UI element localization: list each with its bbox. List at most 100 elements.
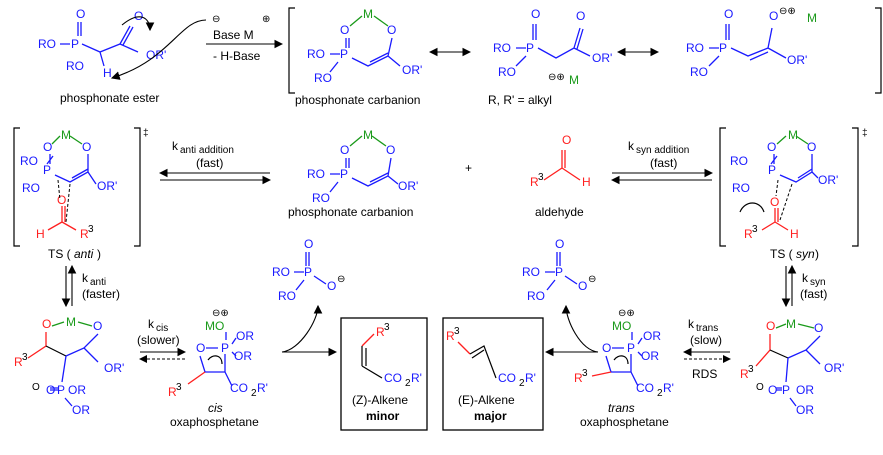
svg-text:RO: RO (66, 59, 84, 73)
svg-text:3: 3 (582, 368, 588, 379)
svg-text:P: P (71, 37, 79, 51)
svg-text:3: 3 (752, 224, 758, 235)
svg-text:(slow): (slow) (690, 333, 722, 347)
svg-text:O: O (327, 279, 336, 293)
svg-text:OR': OR' (787, 53, 807, 67)
svg-text:P: P (526, 41, 534, 55)
svg-text:- H-Base: - H-Base (213, 49, 261, 63)
svg-text:major: major (474, 409, 507, 423)
svg-text:M: M (363, 7, 373, 21)
svg-text:O: O (576, 9, 585, 23)
svg-text:O: O (196, 341, 205, 355)
svg-text:2: 2 (519, 378, 525, 389)
svg-text:M: M (61, 128, 71, 142)
svg-text:R, R' = alkyl: R, R' = alkyl (488, 93, 552, 107)
svg-text:phosphonate carbanion: phosphonate carbanion (288, 205, 413, 219)
svg-text:O: O (602, 341, 611, 355)
k-syn-vertical: k syn (fast) (781, 264, 827, 308)
k-trans-arrows: k trans (slow) RDS (682, 317, 731, 381)
svg-text:P: P (555, 265, 563, 279)
e-alkene-box (442, 317, 544, 431)
svg-text:OR': OR' (402, 63, 422, 77)
svg-text:R: R (744, 227, 753, 241)
e-alkene: R 3 CO 2 R' (E)-Alkene major (446, 326, 536, 423)
svg-text:2: 2 (405, 378, 411, 389)
svg-text:P: P (340, 167, 348, 181)
z-alkene-box (340, 317, 428, 431)
svg-text:O: O (387, 23, 396, 37)
svg-text:RO: RO (730, 154, 748, 168)
svg-text:2: 2 (657, 388, 663, 399)
phosphate-right: O RO P RO O ⊖ (522, 237, 596, 303)
svg-text:R: R (574, 371, 583, 385)
svg-text:trans: trans (608, 401, 635, 415)
svg-text:R: R (530, 175, 539, 189)
ts-syn-bracket (719, 127, 859, 247)
svg-text:2: 2 (251, 388, 257, 399)
svg-text:syn: syn (810, 277, 826, 288)
svg-text:Base M: Base M (213, 28, 254, 42)
svg-text:k: k (82, 271, 89, 285)
svg-text:O: O (340, 23, 349, 37)
svg-text:(fast): (fast) (800, 287, 827, 301)
svg-text:OR: OR (643, 329, 661, 343)
svg-text:⊖⊕: ⊖⊕ (212, 308, 229, 319)
svg-text:O: O (386, 143, 395, 157)
svg-text:k: k (628, 139, 635, 153)
svg-text:OR: OR (72, 403, 90, 417)
svg-text:O: O (76, 7, 85, 21)
svg-text:R: R (14, 355, 23, 369)
svg-text:k: k (688, 317, 695, 331)
svg-text:RO: RO (686, 41, 704, 55)
svg-text:H: H (36, 227, 45, 241)
svg-text:3: 3 (22, 352, 28, 363)
resonance-bracket (288, 7, 882, 94)
svg-text:k: k (148, 317, 155, 331)
svg-text:OR: OR (68, 383, 86, 397)
svg-text:RO: RO (493, 41, 511, 55)
svg-text:P: P (719, 41, 727, 55)
svg-text:O: O (767, 140, 776, 154)
svg-text:OR: OR (641, 349, 659, 363)
svg-text:CO: CO (636, 381, 654, 395)
carbanion-localized: O O RO P RO OR' ⊖⊕ M R, R' = alkyl (488, 7, 612, 107)
svg-text:R: R (168, 385, 177, 399)
svg-text:): ) (97, 247, 101, 261)
svg-text:P: P (57, 383, 65, 397)
svg-text:OR: OR (796, 383, 814, 397)
svg-text:OR: OR (234, 349, 252, 363)
syn-adduct: O M O R 3 OR' O P OR OR O (740, 317, 844, 417)
svg-text:O: O (134, 9, 143, 23)
svg-text:(fast): (fast) (650, 156, 677, 170)
svg-text:O: O (756, 382, 764, 393)
svg-text:O: O (770, 195, 779, 209)
svg-text:RO: RO (272, 265, 290, 279)
ts-anti: M O O P RO RO OR' O H R 3 TS ( anti ) (20, 128, 117, 261)
svg-text:aldehyde: aldehyde (535, 205, 584, 219)
svg-text:CO: CO (498, 371, 516, 385)
svg-text:⊕: ⊕ (262, 14, 270, 25)
svg-text:OR: OR (796, 403, 814, 417)
svg-text:MO: MO (205, 319, 224, 333)
svg-text:O: O (531, 7, 540, 21)
svg-text:trans: trans (696, 323, 718, 334)
svg-text:(fast): (fast) (196, 156, 223, 170)
k-cis-arrows: k cis (slower) (137, 317, 187, 363)
svg-text:R': R' (257, 381, 268, 395)
enolate: O O ⊖⊕ M RO P RO OR' (686, 6, 817, 79)
svg-text:RO: RO (498, 65, 516, 79)
svg-text:⊖: ⊖ (337, 274, 345, 285)
svg-text:H: H (790, 227, 799, 241)
svg-text:RO: RO (314, 71, 332, 85)
svg-text:M: M (569, 73, 579, 87)
svg-text:O: O (814, 321, 823, 335)
svg-text:OR: OR (236, 329, 254, 343)
phosphate-left: O RO P RO O ⊖ (272, 237, 345, 303)
svg-text:(faster): (faster) (82, 287, 120, 301)
plus-sign: + (465, 161, 472, 175)
svg-text:O: O (43, 140, 52, 154)
svg-text:O: O (42, 317, 51, 331)
carbanion-middle: M O O P RO RO OR' phosphonate carbanion (288, 128, 418, 219)
svg-text:⊖⊕: ⊖⊕ (779, 6, 796, 17)
